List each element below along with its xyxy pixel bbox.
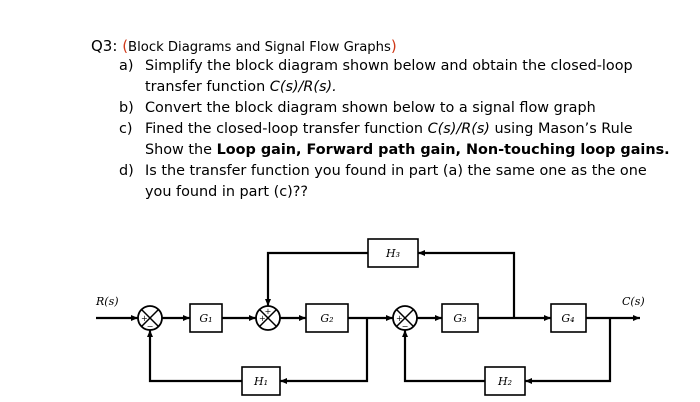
part-b: b) Convert the block diagram shown below… — [91, 98, 691, 119]
transfer-function-expression: C(s)/R(s). — [269, 79, 337, 95]
h2-output-path — [402, 330, 485, 383]
summing-junction-1: + − — [137, 305, 163, 331]
block-g2 — [305, 303, 349, 333]
h1-input-path — [280, 318, 369, 384]
input-label: R(s) — [95, 295, 119, 308]
part-d: d) Is the transfer function you found in… — [91, 161, 691, 203]
summing-junction-2: + + — [255, 305, 281, 331]
part-label: d) — [119, 163, 134, 179]
h3-output-path — [265, 251, 368, 306]
question-text: Q3: (Block Diagrams and Signal Flow Grap… — [91, 36, 691, 203]
part-c-bold-terms: Loop gain, Forward path gain, Non-touchi… — [216, 142, 670, 158]
g1-label: G₁ — [199, 312, 212, 325]
question-number: Q3: — [91, 37, 118, 55]
part-c-line-2-prefix: Show the — [145, 142, 217, 158]
h2-input-path — [525, 318, 612, 384]
part-d-line-1: Is the transfer function you found in pa… — [145, 163, 647, 179]
sum2-plus-sign-top: + — [265, 307, 272, 316]
h2-label: H₂ — [497, 375, 512, 388]
transfer-function-expression: C(s)/R(s) — [427, 121, 490, 137]
output-label: C(s) — [622, 295, 645, 308]
h1-label: H₁ — [253, 375, 268, 388]
part-label: b) — [119, 100, 134, 116]
part-c: c) Fined the closed-loop transfer functi… — [91, 119, 691, 161]
part-a-line-1: Simplify the block diagram shown below a… — [145, 58, 633, 74]
blocks — [189, 238, 587, 396]
block-labels: G₁ G₂ G₃ G₄ H₃ H₁ H₂ — [199, 247, 574, 388]
part-c-line-1: Fined the closed-loop transfer function … — [145, 119, 691, 140]
h3-label: H₃ — [385, 247, 400, 260]
sum2-plus-sign-left: + — [259, 314, 266, 323]
sum1-minus-sign: − — [147, 322, 154, 331]
part-c-line-2: Show the Loop gain, Forward path gain, N… — [145, 140, 691, 161]
part-a-line-2: transfer function C(s)/R(s). — [145, 77, 691, 98]
sum3-plus-sign: + — [396, 314, 403, 323]
question-parts: a) Simplify the block diagram shown belo… — [91, 56, 691, 203]
summing-junction-3: + − — [392, 305, 418, 331]
part-label: a) — [119, 58, 134, 74]
part-a: a) Simplify the block diagram shown belo… — [91, 56, 691, 98]
h1-output-path — [147, 330, 242, 383]
sum1-plus-sign: + — [141, 314, 148, 323]
block-g3 — [441, 303, 479, 333]
heading-paren-open: ( — [122, 37, 129, 55]
g3-label: G₃ — [453, 312, 466, 325]
part-c-text: Fined the closed-loop transfer function — [145, 121, 428, 137]
block-h2 — [484, 366, 526, 396]
block-g4 — [550, 303, 587, 333]
part-a-text: transfer function — [145, 79, 270, 95]
block-g1 — [189, 303, 223, 333]
g4-label: G₄ — [561, 312, 574, 325]
part-d-line-2: you found in part (c)?? — [145, 184, 309, 200]
g2-label: G₂ — [320, 312, 333, 325]
signal-lines — [96, 250, 640, 384]
question-topic: Block Diagrams and Signal Flow Graphs — [128, 40, 391, 55]
part-b-line-1: Convert the block diagram shown below to… — [145, 100, 596, 116]
block-h3 — [367, 238, 419, 268]
part-label: c) — [119, 121, 133, 137]
sum3-minus-sign: − — [402, 322, 409, 331]
block-h1 — [241, 366, 281, 396]
part-c-text-suffix: using Mason’s Rule — [489, 121, 633, 137]
h3-input-path — [418, 250, 516, 318]
heading-paren-close: ) — [390, 37, 397, 55]
question-heading: Q3: (Block Diagrams and Signal Flow Grap… — [91, 36, 691, 56]
